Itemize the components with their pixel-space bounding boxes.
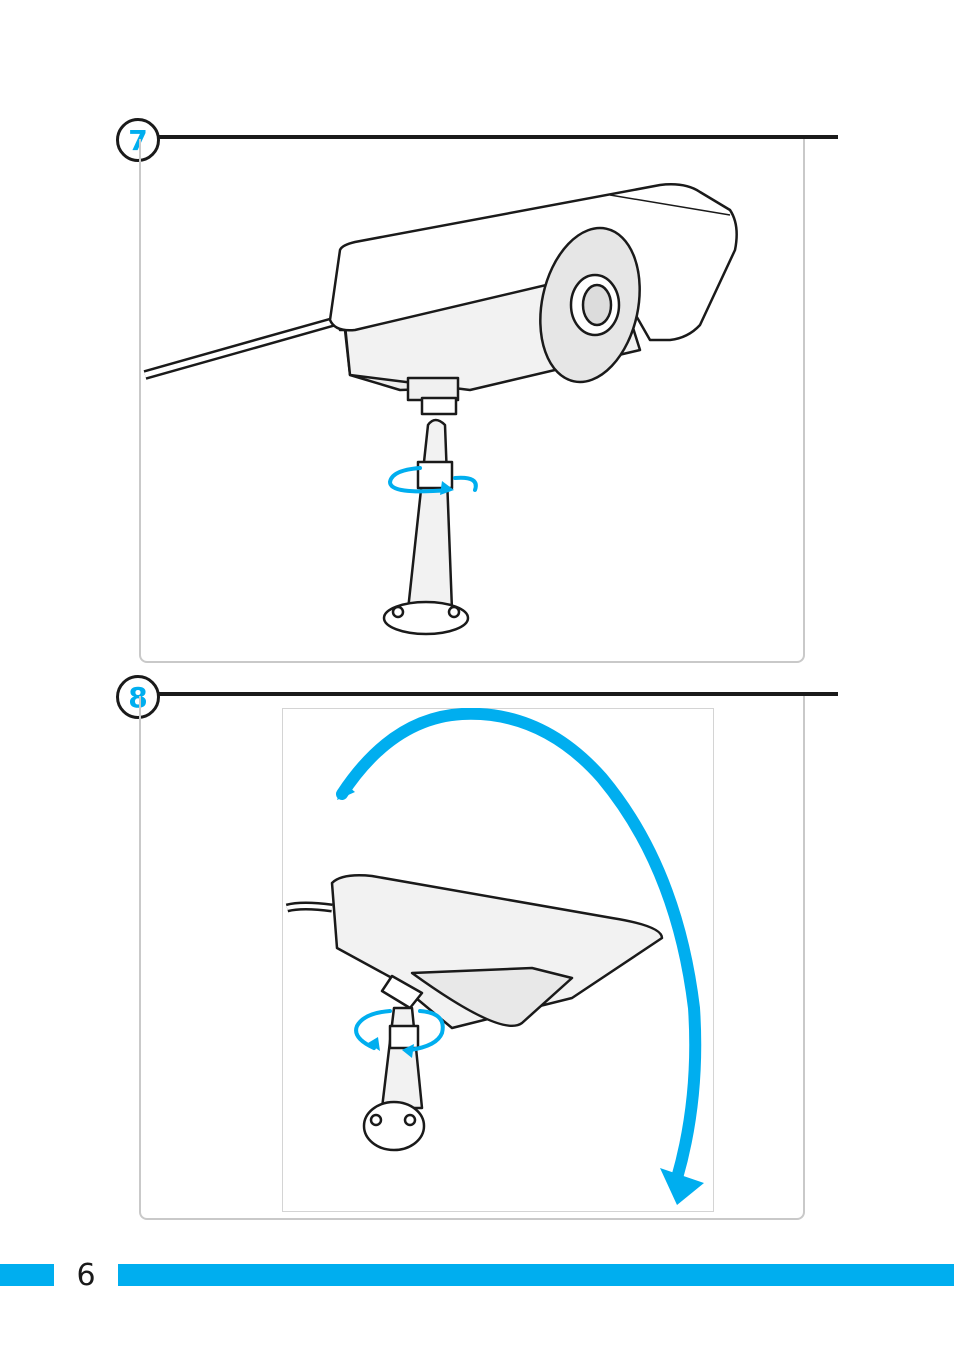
footer-bar-left [0,1264,60,1286]
step-7-illustration [140,150,800,650]
security-camera-icon [287,875,662,1150]
step-8-illustration [282,708,714,1212]
footer-bar-right [114,1264,954,1286]
page-number: 6 [54,1252,118,1298]
security-camera-icon [145,184,737,634]
